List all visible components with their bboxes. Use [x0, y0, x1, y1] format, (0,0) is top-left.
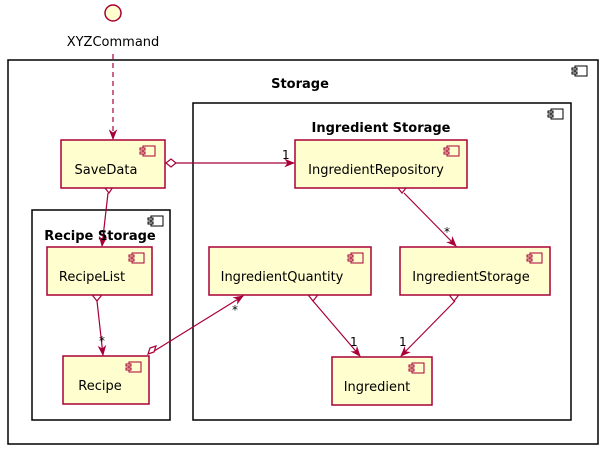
edge-quantity-ingredient: [312, 300, 361, 357]
mult-quantity-ingredient: 1: [350, 335, 358, 349]
component-ingredient-quantity[interactable]: IngredientQuantity: [208, 246, 372, 296]
component-recipe[interactable]: Recipe: [62, 355, 150, 405]
component-icon: [526, 252, 543, 264]
interface-circle-icon: [104, 4, 122, 22]
actor-label: XYZCommand: [67, 35, 160, 50]
component-label: Recipe: [78, 379, 121, 394]
edge-repository-ingredientstorage: [403, 192, 457, 247]
mult-repository-storage: *: [444, 225, 450, 239]
component-recipe-list[interactable]: RecipeList: [46, 246, 153, 296]
component-icon: [128, 252, 145, 264]
mult-savedata-recipelist: 1: [100, 229, 108, 243]
component-label: RecipeList: [59, 270, 125, 285]
component-label: IngredientStorage: [412, 270, 529, 285]
component-icon: [347, 252, 364, 264]
component-label: IngredientRepository: [308, 163, 444, 178]
component-icon: [125, 361, 142, 373]
component-ingredient[interactable]: Ingredient: [331, 356, 433, 406]
component-label: IngredientQuantity: [221, 270, 344, 285]
mult-savedata-repository: 1: [282, 148, 290, 162]
component-savedata[interactable]: SaveData: [60, 139, 166, 189]
edge-ingredientstorage-ingredient: [400, 300, 456, 357]
mult-recipe-quantity: *: [232, 303, 238, 317]
edge-recipelist-recipe: [96, 300, 107, 357]
component-ingredient-storage[interactable]: IngredientStorage: [399, 246, 551, 296]
package-title-storage: Storage: [271, 77, 329, 92]
package-component-icon: [147, 215, 164, 227]
multiplicities: 1 1 * * * 1 1: [99, 148, 450, 349]
package-ingredient-storage: Ingredient Storage: [192, 102, 572, 421]
xyzcommand-actor[interactable]: XYZCommand: [67, 4, 160, 50]
package-component-icon: [571, 65, 588, 77]
package-title-ingredient-storage: Ingredient Storage: [311, 121, 450, 136]
diamond-recipe-topright-icon: [147, 345, 157, 355]
component-icon: [139, 145, 156, 157]
component-label: Ingredient: [344, 380, 411, 395]
component-icon: [408, 362, 425, 374]
mult-recipelist-recipe: *: [99, 334, 105, 348]
diamond-savedata-right-icon: [165, 158, 177, 168]
edge-savedata-recipelist: [98, 192, 109, 248]
component-label: SaveData: [75, 163, 138, 178]
edge-recipe-quantity: [150, 295, 244, 354]
edges: [96, 54, 457, 357]
package-storage: Storage: [7, 59, 599, 445]
mult-storage-ingredient: 1: [399, 335, 407, 349]
component-ingredient-repository[interactable]: IngredientRepository: [294, 139, 468, 189]
component-icon: [443, 145, 460, 157]
package-component-icon: [547, 108, 564, 120]
